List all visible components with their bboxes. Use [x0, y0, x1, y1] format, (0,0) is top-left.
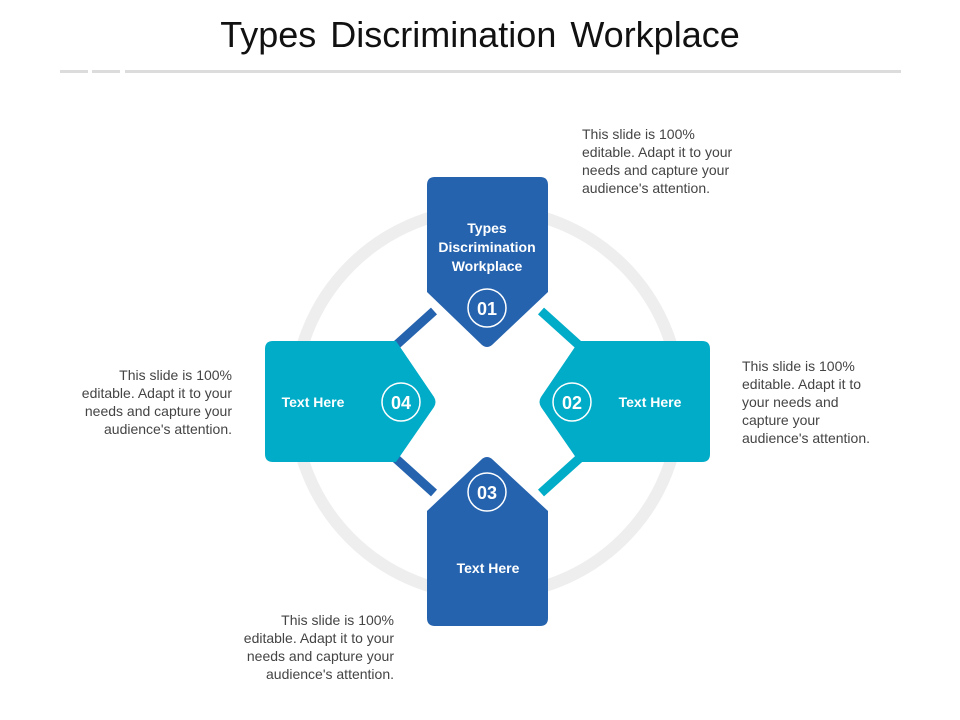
step-02-description-line: capture your — [742, 412, 820, 428]
step-03-description-line: needs and capture your — [246, 648, 394, 664]
title-divider-segment-2 — [92, 70, 120, 73]
step-03-description-line: This slide is 100% — [281, 612, 394, 628]
step-01: Types Discrimination Workplace 01 — [427, 177, 548, 347]
step-04-description-line: This slide is 100% — [119, 367, 232, 383]
title-divider-line — [125, 70, 901, 73]
step-02-heading: Text Here — [619, 394, 682, 410]
step-01-description: This slide is 100% editable. Adapt it to… — [582, 125, 732, 197]
connector-01-04 — [389, 307, 438, 352]
step-04-description-line: needs and capture your — [84, 403, 232, 419]
step-04-description: This slide is 100% editable. Adapt it to… — [32, 366, 232, 438]
step-04: Text Here 04 — [265, 341, 436, 462]
step-01-description-line: This slide is 100% — [582, 126, 695, 142]
step-03-heading: Text Here — [457, 560, 520, 576]
step-01-description-line: audience's attention. — [582, 180, 710, 196]
step-02-description-line: your needs and — [742, 394, 839, 410]
step-01-heading-line-2: Discrimination — [438, 239, 535, 255]
step-03-number: 03 — [477, 483, 497, 503]
title-divider-segment-1 — [60, 70, 88, 73]
step-02-description-line: audience's attention. — [742, 430, 870, 446]
step-01-number-circle — [467, 288, 507, 328]
step-01-description-line: editable. Adapt it to your — [582, 144, 733, 160]
step-04-description-line: editable. Adapt it to your — [81, 385, 232, 401]
step-04-description-line: audience's attention. — [104, 421, 232, 437]
step-04-number: 04 — [391, 393, 411, 413]
step-01-shape — [427, 177, 548, 347]
step-02-number: 02 — [562, 393, 582, 413]
connector-02-03 — [537, 452, 586, 497]
step-04-shape — [265, 341, 436, 462]
step-02-number-circle — [552, 382, 592, 422]
step-02-description-line: This slide is 100% — [742, 358, 855, 374]
step-04-heading: Text Here — [282, 394, 345, 410]
page-title: Types Discrimination Workplace — [220, 14, 740, 55]
step-03-description-line: audience's attention. — [266, 666, 394, 682]
step-02-description: This slide is 100% editable. Adapt it to… — [742, 357, 870, 447]
step-03-description: This slide is 100% editable. Adapt it to… — [194, 611, 394, 683]
step-01-number: 01 — [477, 299, 497, 319]
connector-04-03 — [389, 452, 438, 497]
step-02: 02 Text Here — [539, 341, 710, 462]
connector-01-02 — [537, 307, 586, 352]
step-02-description-line: editable. Adapt it to — [742, 376, 862, 392]
step-01-heading-line-3: Workplace — [452, 258, 523, 274]
step-03-shape — [427, 457, 548, 626]
step-03-description-line: editable. Adapt it to your — [243, 630, 394, 646]
step-01-heading-line-1: Types — [467, 220, 507, 236]
step-01-description-line: needs and capture your — [582, 162, 730, 178]
step-02-shape — [539, 341, 710, 462]
step-03: 03 Text Here — [427, 457, 548, 626]
step-04-number-circle — [381, 382, 421, 422]
step-03-number-circle — [467, 472, 507, 512]
